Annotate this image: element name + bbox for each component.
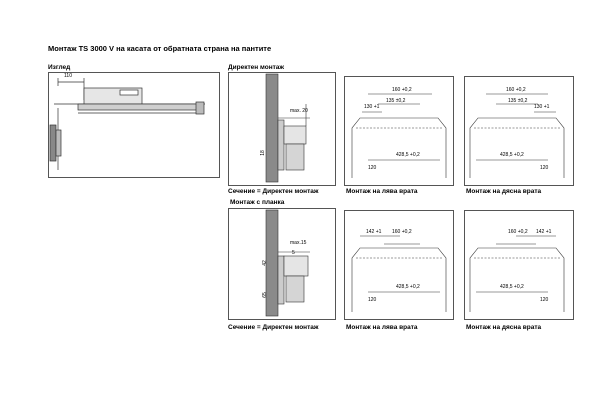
p1-dim-135: 135 ±0,2 xyxy=(386,98,406,104)
caption-left-door-2: Монтаж на лява врата xyxy=(346,324,418,331)
label-section-direct: Сечение = Директен монтаж xyxy=(228,188,319,195)
p1-dim-130: 130 +1 xyxy=(364,104,380,110)
right-door-panel-1 xyxy=(464,76,574,186)
dim-5: 5 xyxy=(292,250,295,256)
dim-max15: max.15 xyxy=(290,240,307,246)
p1-dim-120: 120 xyxy=(368,165,377,171)
p2-dim-160: 160 +0,2 xyxy=(506,87,526,93)
dim-view-110: 110 xyxy=(64,73,72,79)
p3-dim-142: 142 +1 xyxy=(366,229,382,235)
p1-dim-160: 160 +0,2 xyxy=(392,87,412,93)
left-door-panel-2 xyxy=(344,210,454,320)
dim-max20: max. 20 xyxy=(290,108,308,114)
caption-left-door-1: Монтаж на лява врата xyxy=(346,188,418,195)
p2-dim-120: 120 xyxy=(540,165,549,171)
caption-right-door-2: Монтаж на дясна врата xyxy=(466,324,542,331)
p2-dim-4285: 428,5 +0,2 xyxy=(500,152,524,158)
caption-right-door-1: Монтаж на дясна врата xyxy=(466,188,542,195)
p4-dim-120: 120 xyxy=(540,297,549,303)
p3-dim-120: 120 xyxy=(368,297,377,303)
label-plate: Монтаж с планка xyxy=(230,199,285,206)
p2-dim-130: 130 +1 xyxy=(534,104,550,110)
label-section-plate: Сечение = Директен монтаж xyxy=(228,324,319,331)
left-door-panel-1 xyxy=(344,76,454,186)
p3-dim-160: 160 +0,2 xyxy=(392,229,412,235)
p1-dim-4285: 428,5 +0,2 xyxy=(396,152,420,158)
label-view: Изглед xyxy=(48,64,71,71)
page-title: Монтаж TS 3000 V на касата от обратната … xyxy=(48,44,272,53)
label-direct: Директен монтаж xyxy=(228,64,285,71)
p3-dim-4285: 428,5 +0,2 xyxy=(396,284,420,290)
p4-dim-160: 160 +0,2 xyxy=(508,229,528,235)
p4-dim-142: 142 +1 xyxy=(536,229,552,235)
right-door-panel-2 xyxy=(464,210,574,320)
p4-dim-4285: 428,5 +0,2 xyxy=(500,284,524,290)
p2-dim-135: 135 ±0,2 xyxy=(508,98,528,104)
